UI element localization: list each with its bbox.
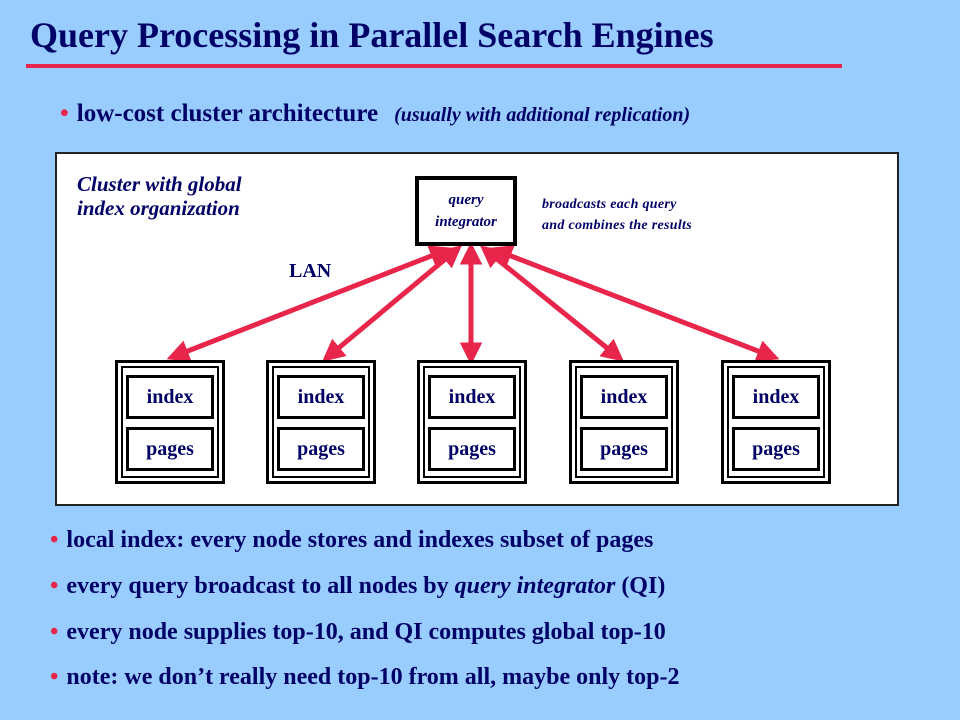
lan-arrow-4 [479,245,625,362]
page-title: Query Processing in Parallel Search Engi… [30,15,714,55]
node-index-box: index [428,375,516,419]
qi-line1: query [448,192,484,208]
lan-arrows [166,242,780,365]
node-index-box: index [580,375,668,419]
title-underline [26,64,842,68]
bullet-text: local index: every node stores and index… [66,527,654,553]
lan-arrow-5 [489,245,780,362]
bullet-note-top-2: • note: we don’t really need top-10 from … [50,664,679,691]
bullet-cluster-architecture: • low-cost cluster architecture (usually w… [60,100,690,128]
node-pages-box: pages [126,427,214,471]
lan-arrow-2 [322,245,462,362]
cluster-label-line2: index organization [77,196,240,220]
node-2: index pages [266,360,376,484]
bullet-local-index: • local index: every node stores and inde… [50,527,653,554]
bullet-dot: • [50,527,59,553]
query-integrator-note: broadcasts each query and combines the r… [542,194,692,236]
bullet-dot: • [50,664,59,690]
bullet-text: note: we don’t really need top-10 from a… [66,664,680,690]
bullet-query-broadcast: • every query broadcast to all nodes by q… [50,573,665,600]
node-index-box: index [126,375,214,419]
qi-note-line1: broadcasts each query [542,197,677,212]
node-4: index pages [569,360,679,484]
bullet-dot: • [50,619,59,645]
node-index-box: index [732,375,820,419]
bullet-text: every node supplies top-10, and QI compu… [66,619,666,645]
lan-label: LAN [289,260,332,282]
bullet-text-italic: query integrator [454,573,616,599]
cluster-diagram: Cluster with global index organization q… [55,152,899,506]
query-integrator-box: query integrator [415,176,517,246]
node-pages-box: pages [732,427,820,471]
bullet-text-post: (QI) [615,573,666,599]
bullet-text: low-cost cluster architecture [76,100,379,127]
bullet-dot: • [50,573,59,599]
bullet-dot: • [60,100,69,127]
bullet-note: (usually with additional replication) [394,104,691,126]
node-5: index pages [721,360,831,484]
bullet-text-pre: every query broadcast to all nodes by [66,573,455,599]
cluster-label-line1: Cluster with global [77,172,242,196]
node-index-box: index [277,375,365,419]
node-1: index pages [115,360,225,484]
bullet-top-10: • every node supplies top-10, and QI comp… [50,619,666,646]
qi-line2: integrator [435,214,497,230]
node-3: index pages [417,360,527,484]
node-pages-box: pages [428,427,516,471]
node-pages-box: pages [277,427,365,471]
qi-note-line2: and combines the results [542,218,692,233]
cluster-label: Cluster with global index organization [77,172,242,220]
node-pages-box: pages [580,427,668,471]
